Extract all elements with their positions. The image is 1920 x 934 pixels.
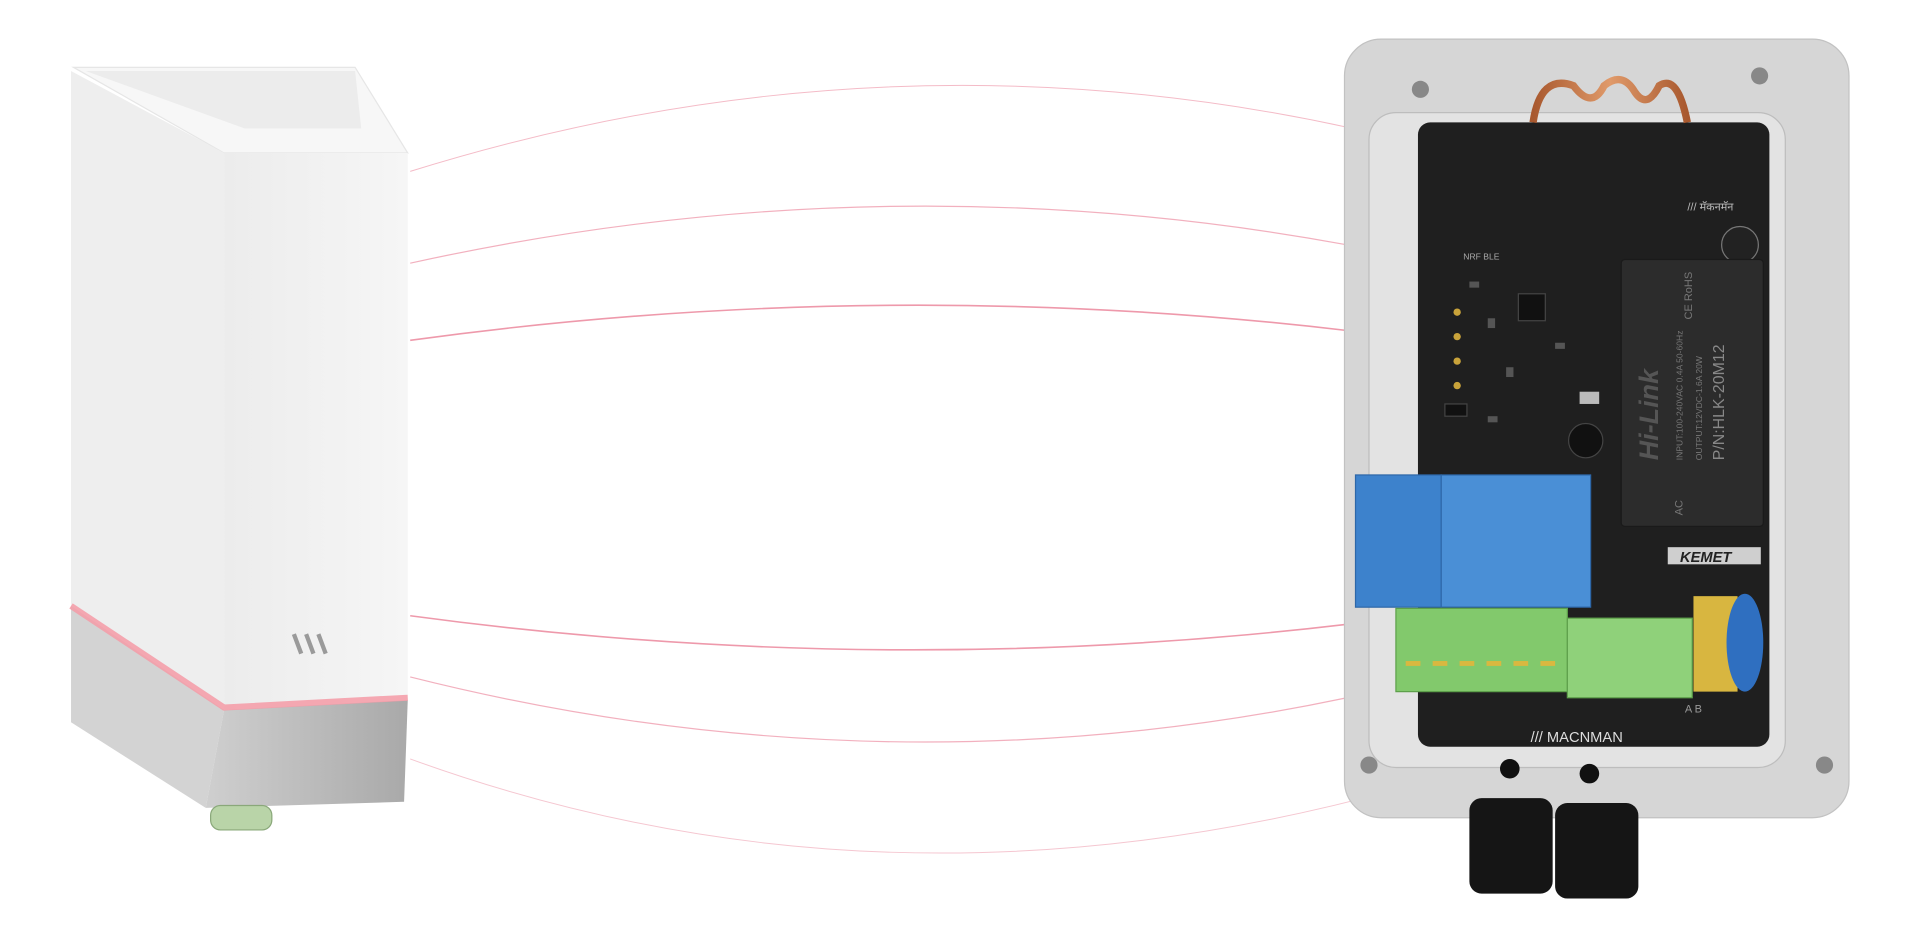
relays (1354, 474, 1592, 608)
device-front-face (224, 153, 408, 710)
terminal-block (1566, 617, 1693, 699)
pcb-label-ble: NRF BLE (1463, 252, 1499, 262)
pcb-components (1444, 225, 1759, 459)
relay (1440, 474, 1592, 608)
varistor (1726, 593, 1764, 692)
device-base-front (205, 700, 408, 808)
terminal-block (1395, 607, 1568, 693)
cable-glands (1469, 798, 1639, 899)
copper-coil-icon (1529, 75, 1691, 124)
connection-line (410, 304, 1348, 342)
power-module: Hi-Link INPUT:100-240VAC 0.4A 50-60Hz OU… (1620, 258, 1764, 527)
pcb-brand: /// MACNMAN (1531, 730, 1623, 746)
device-cable-gland (210, 804, 273, 831)
controller-enclosure: /// मॅकनमॅन NRF BLE Hi-Link INPUT:100-24… (1343, 38, 1850, 899)
power-module-marks: CE RoHS (1683, 272, 1695, 320)
cable-gland (1469, 798, 1553, 894)
device-base-left (71, 605, 225, 808)
connection-line (410, 205, 1348, 264)
device-logo-mark (291, 633, 328, 655)
device-left-face (71, 70, 225, 710)
power-module-part: P/N:HLK-20M12 (1711, 344, 1728, 460)
connection-line (410, 758, 1397, 854)
power-module-input: INPUT:100-240VAC 0.4A 50-60Hz (1674, 331, 1684, 461)
power-module-output: OUTPUT:12VDC-1.6A 20W (1694, 355, 1704, 460)
connection-lines (410, 84, 1397, 854)
connection-line (410, 614, 1348, 651)
cable-gland (1555, 803, 1639, 899)
power-module-brand: Hi-Link (1634, 367, 1664, 460)
sensor-device (69, 66, 409, 831)
connection-line (410, 676, 1348, 743)
power-module-ac: AC (1673, 500, 1685, 515)
connection-line (410, 84, 1354, 172)
capacitor-brand: KEMET (1680, 550, 1732, 566)
device-glow-strip (69, 603, 408, 711)
terminal-blocks (1395, 607, 1693, 699)
relay (1354, 474, 1442, 608)
terminal-label: A B (1685, 703, 1702, 715)
pcb-brand-devanagari: /// मॅकनमॅन (1687, 201, 1734, 214)
